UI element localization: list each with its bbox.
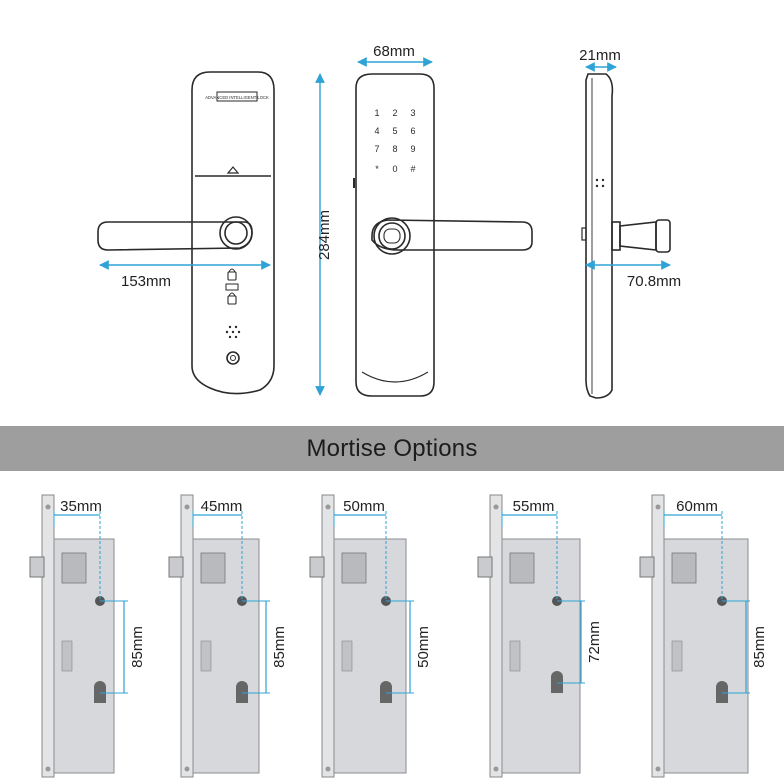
backset-label: 35mm bbox=[60, 498, 102, 515]
backset-label: 55mm bbox=[513, 498, 555, 515]
mortise-body bbox=[477, 494, 581, 778]
keypad-key: # bbox=[410, 164, 415, 174]
mortise-options-row: 35mm 85mm 45mm 85mm 50mm 50mm 55mm 72mm 60mm 85mm bbox=[0, 471, 784, 779]
keypad-key: 2 bbox=[392, 108, 397, 118]
mortise-dimensions bbox=[192, 511, 270, 694]
keypad-key: 6 bbox=[410, 126, 415, 136]
banner-title: Mortise Options bbox=[306, 434, 478, 462]
keypad-key: 8 bbox=[392, 144, 397, 154]
keypad-key: 0 bbox=[392, 164, 397, 174]
lock-dimension-diagram: ADVANCED INTELLIGENT LOCK 153mm 284mm 1 2… bbox=[97, 43, 681, 399]
mortise-dimensions bbox=[663, 511, 750, 694]
mortise-body bbox=[168, 494, 260, 778]
mortise-option: 50mm 50mm bbox=[309, 494, 432, 778]
keypad-key: 9 bbox=[410, 144, 415, 154]
mortise-option: 55mm 72mm bbox=[477, 494, 603, 778]
mortise-option: 60mm 85mm bbox=[639, 494, 768, 778]
mortise-body bbox=[29, 494, 115, 778]
front-view bbox=[97, 71, 275, 395]
keypad-key: 1 bbox=[374, 108, 379, 118]
mortise-option: 45mm 85mm bbox=[168, 494, 288, 778]
keypad-key: 4 bbox=[374, 126, 379, 136]
keypad-key: 7 bbox=[374, 144, 379, 154]
back-view bbox=[353, 73, 533, 397]
mortise-option: 35mm 85mm bbox=[29, 494, 146, 778]
center-distance-label: 85mm bbox=[751, 626, 768, 668]
mortise-dimensions bbox=[53, 511, 128, 694]
handle-length-label: 153mm bbox=[121, 273, 171, 290]
height-label: 284mm bbox=[316, 210, 333, 260]
mortise-options-banner: Mortise Options bbox=[0, 426, 784, 471]
depth-label: 70.8mm bbox=[627, 273, 681, 290]
keypad-key: * bbox=[375, 164, 379, 174]
keypad: 1 2 3 4 5 6 7 8 9 * 0 # bbox=[374, 108, 415, 174]
width-label: 68mm bbox=[373, 43, 415, 60]
center-distance-label: 85mm bbox=[129, 626, 146, 668]
center-distance-label: 85mm bbox=[271, 626, 288, 668]
side-view bbox=[581, 73, 671, 399]
keypad-key: 3 bbox=[410, 108, 415, 118]
thickness-label: 21mm bbox=[579, 47, 621, 64]
mortise-body bbox=[309, 494, 407, 778]
front-badge: ADVANCED INTELLIGENT LOCK bbox=[205, 95, 269, 100]
mortise-dimensions bbox=[501, 511, 585, 684]
backset-label: 60mm bbox=[676, 498, 718, 515]
keypad-key: 5 bbox=[392, 126, 397, 136]
center-distance-label: 50mm bbox=[415, 626, 432, 668]
backset-label: 50mm bbox=[343, 498, 385, 515]
mortise-body bbox=[639, 494, 749, 778]
center-distance-label: 72mm bbox=[586, 621, 603, 663]
backset-label: 45mm bbox=[201, 498, 243, 515]
mortise-dimensions bbox=[333, 511, 414, 694]
